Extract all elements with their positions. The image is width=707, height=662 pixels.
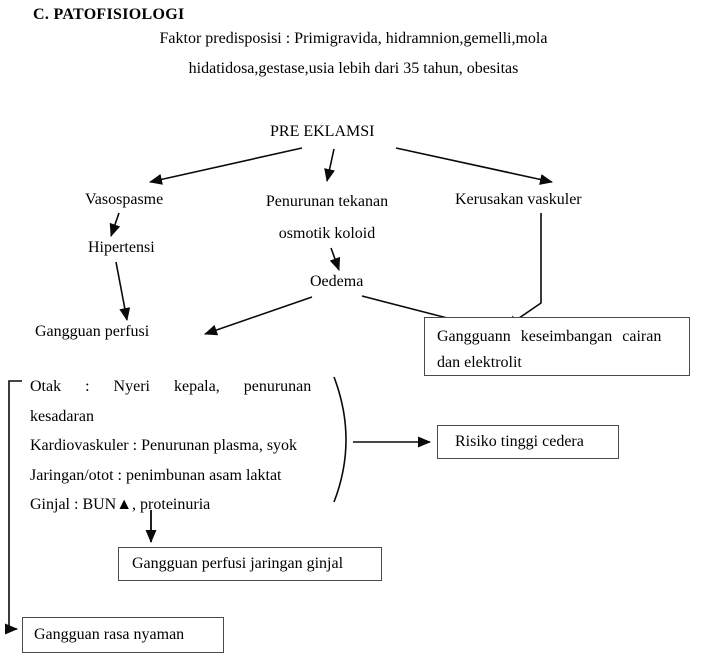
node-penurunan-line2: osmotik koloid	[278, 225, 376, 242]
node-penurunan-tekanan: Penurunan tekanan osmotik koloid	[227, 186, 427, 250]
node-pre-eklamsi: PRE EKLAMSI	[270, 123, 375, 140]
predisposition-line2: hidatidosa,gestase,usia lebih dari 35 ta…	[188, 60, 519, 77]
arrow-effects-to-rasa-nyaman-icon	[5, 380, 22, 635]
node-vasospasme: Vasospasme	[85, 191, 164, 208]
effect-otak-line2: kesadaran	[30, 407, 94, 425]
arrow-kerusakan-to-keseimbangan-icon	[505, 213, 542, 328]
effect-kardiovaskuler: Kardiovaskuler : Penurunan plasma, syok	[30, 437, 298, 454]
arrow-oedema-to-perfusi-icon	[204, 296, 313, 336]
effect-ginjal: Ginjal : BUN▲, proteinuria	[30, 496, 211, 513]
arrow-preeklamsi-to-vasospasme-icon	[149, 147, 303, 185]
node-hipertensi: Hipertensi	[88, 239, 155, 256]
node-gangguan-perfusi: Gangguan perfusi	[35, 323, 150, 340]
arrow-vasospasme-to-hipertensi-icon	[109, 212, 121, 237]
box-gangguan-rasa-nyaman: Gangguan rasa nyaman	[22, 617, 224, 653]
effects-list: Otak : Nyeri kepala, penurunan kesadaran…	[30, 372, 311, 520]
risiko-label: Risiko tinggi cedera	[455, 433, 584, 450]
node-kerusakan-vaskuler: Kerusakan vaskuler	[455, 191, 582, 208]
rasa-nyaman-label: Gangguan rasa nyaman	[34, 626, 185, 643]
section-title: C. PATOFISIOLOGI	[33, 6, 185, 23]
keseimbangan-line1: Gangguann keseimbangan cairan	[437, 328, 662, 345]
arrow-preeklamsi-to-penurunan-icon	[324, 148, 335, 182]
node-oedema: Oedema	[310, 273, 364, 290]
box-gangguan-keseimbangan: Gangguann keseimbangan cairan dan elektr…	[424, 317, 690, 376]
arrow-hipertensi-to-perfusi-icon	[115, 261, 131, 321]
arrow-preeklamsi-to-kerusakan-icon	[395, 147, 553, 185]
keseimbangan-line2: dan elektrolit	[437, 354, 522, 371]
effects-right-brace-icon	[333, 376, 347, 503]
arrow-penurunan-to-oedema-icon	[329, 247, 341, 271]
box-risiko-tinggi-cedera: Risiko tinggi cedera	[437, 425, 619, 459]
node-penurunan-line1: Penurunan tekanan	[265, 193, 389, 210]
predisposition-line1: Faktor predisposisi : Primigravida, hidr…	[159, 30, 548, 47]
effect-jaringan-otot: Jaringan/otot : penimbunan asam laktat	[30, 466, 282, 484]
perfusi-ginjal-label: Gangguan perfusi jaringan ginjal	[132, 555, 344, 572]
box-perfusi-jaringan-ginjal: Gangguan perfusi jaringan ginjal	[118, 547, 382, 581]
effect-otak-line1: Otak : Nyeri kepala, penurunan	[30, 378, 312, 395]
